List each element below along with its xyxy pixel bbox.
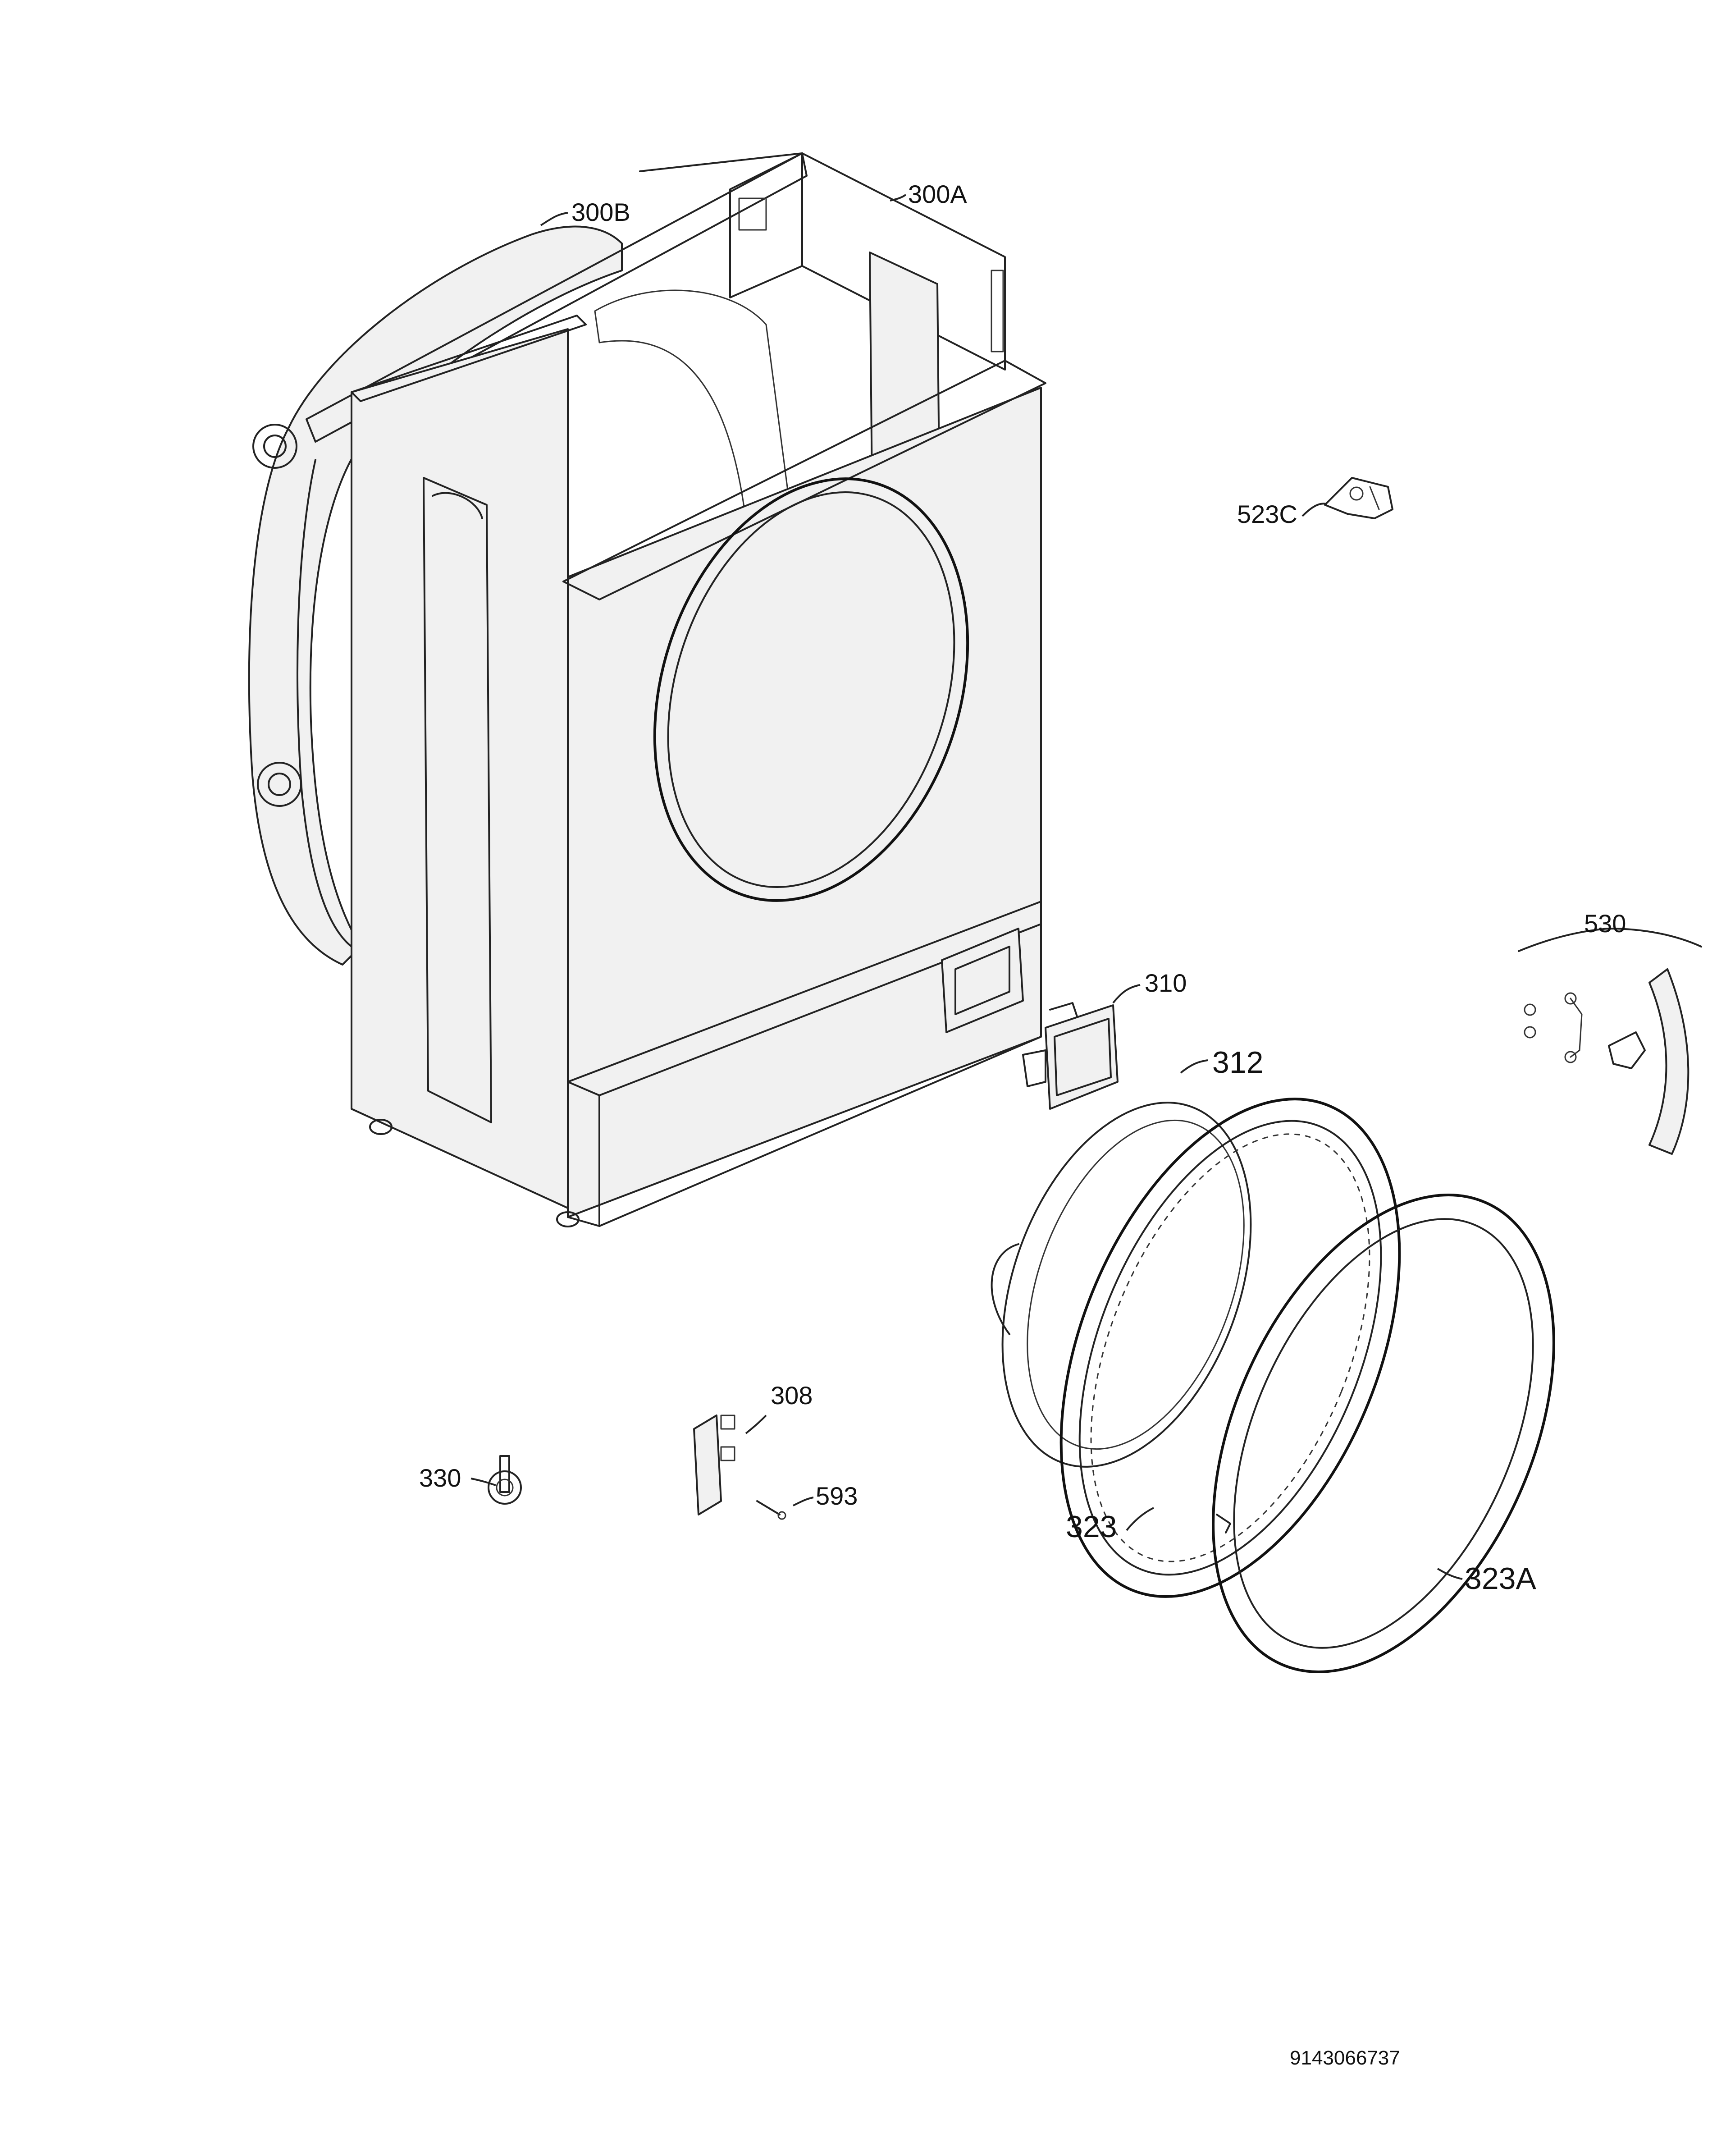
label-523C: 523C bbox=[1237, 500, 1297, 528]
leader-310 bbox=[1112, 984, 1141, 1004]
part-523C-clip bbox=[1324, 477, 1393, 519]
leader-323 bbox=[1126, 1507, 1154, 1531]
part-300A-front-panel bbox=[369, 360, 1046, 1227]
callout-labels: 300B 300A 523C 530 310 312 308 330 593 3… bbox=[419, 180, 1626, 1596]
label-312: 312 bbox=[1212, 1045, 1263, 1080]
top-rail bbox=[306, 152, 808, 443]
label-308: 308 bbox=[771, 1381, 813, 1410]
leader-593 bbox=[793, 1497, 814, 1506]
group-bracket-530 bbox=[1518, 928, 1702, 952]
rear-mount-boss-bottom bbox=[257, 762, 302, 807]
leader-323A bbox=[1437, 1568, 1463, 1580]
foot-left bbox=[369, 1119, 393, 1135]
leader-300B bbox=[540, 212, 568, 226]
part-330-knob bbox=[488, 1455, 522, 1505]
part-300B-rear-panel bbox=[248, 225, 623, 966]
part-300A-side-panel bbox=[351, 315, 587, 1209]
label-300B: 300B bbox=[571, 198, 630, 226]
leader-308 bbox=[745, 1414, 767, 1434]
porthole-ring bbox=[653, 477, 969, 902]
label-530: 530 bbox=[1584, 909, 1626, 938]
curved-door-handle bbox=[1648, 968, 1689, 1155]
handle-latch bbox=[1608, 1031, 1646, 1069]
rear-mount-boss-top bbox=[252, 424, 297, 469]
leader-300A bbox=[890, 194, 907, 201]
drawing-number: 9143066737 bbox=[1290, 2047, 1400, 2069]
label-310: 310 bbox=[1145, 969, 1187, 997]
label-593: 593 bbox=[816, 1482, 858, 1510]
side-handle-slot bbox=[423, 477, 492, 1123]
front-panel-port bbox=[941, 928, 1024, 1033]
part-308-hinge bbox=[693, 1414, 735, 1515]
leader-312 bbox=[1180, 1059, 1208, 1074]
part-530-handle-set bbox=[1518, 928, 1702, 1155]
part-593-screw bbox=[756, 1500, 786, 1520]
foot-front bbox=[556, 1211, 580, 1227]
leader-lines bbox=[470, 194, 1463, 1580]
cabinet-assembly bbox=[248, 152, 1046, 1227]
label-300A: 300A bbox=[908, 180, 967, 208]
label-330: 330 bbox=[419, 1464, 461, 1492]
part-323-inner-ring bbox=[1059, 1098, 1401, 1598]
leader-523C bbox=[1301, 503, 1328, 517]
label-323: 323 bbox=[1066, 1510, 1117, 1544]
part-300A-back-wall bbox=[729, 152, 1006, 371]
label-323A: 323A bbox=[1465, 1561, 1536, 1596]
part-323A-outer-ring bbox=[1212, 1194, 1555, 1673]
part-310-cover bbox=[1022, 1002, 1119, 1110]
leader-330 bbox=[470, 1478, 496, 1486]
